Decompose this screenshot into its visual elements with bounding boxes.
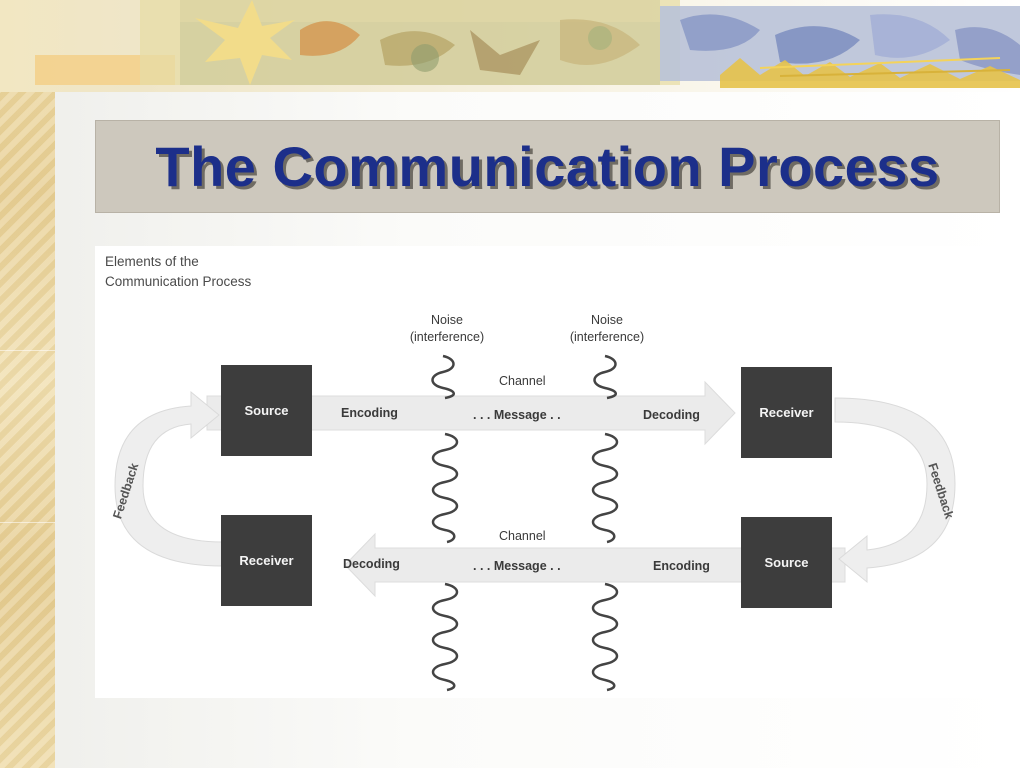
figure-caption: Elements of the Communication Process [105,252,251,292]
top-receiver-box: Receiver [741,367,832,458]
caption-line-1: Elements of the [105,254,199,269]
bottom-decoding-label: Decoding [343,557,400,571]
bottom-message-label: . . . Message . . [473,559,561,573]
noise-label-left: Noise (interference) [392,312,502,346]
title-box: The Communication Process [95,120,1000,213]
noise-left-line-2: (interference) [409,330,485,344]
banner-artwork [35,0,1020,88]
top-decoding-label: Decoding [643,408,700,422]
top-encoding-label: Encoding [341,406,398,420]
noise-wave-left-top [431,354,455,400]
left-feedback-arrow [114,390,224,567]
right-feedback-arrow [834,397,956,584]
slide-title: The Communication Process [155,135,940,198]
communication-process-diagram: Elements of the Communication Process No… [95,246,1000,698]
top-decorative-banner [0,0,1024,92]
noise-wave-left-bottom [431,582,459,692]
top-channel-label: Channel [499,374,546,388]
left-decorative-strip [0,0,55,768]
top-message-label: . . . Message . . [473,408,561,422]
noise-wave-right-middle [591,432,619,544]
caption-line-2: Communication Process [105,274,252,289]
bottom-source-box: Source [741,517,832,608]
noise-wave-left-middle [431,432,459,544]
bottom-channel-label: Channel [499,529,546,543]
bottom-encoding-label: Encoding [653,559,710,573]
noise-right-line-1: Noise [591,313,623,327]
noise-left-line-1: Noise [431,313,463,327]
bottom-receiver-box: Receiver [221,515,312,606]
diagram-graphics [114,354,956,692]
top-source-box: Source [221,365,312,456]
noise-wave-right-top [593,354,617,400]
noise-label-right: Noise (interference) [552,312,662,346]
noise-right-line-2: (interference) [569,330,645,344]
noise-wave-right-bottom [591,582,619,692]
